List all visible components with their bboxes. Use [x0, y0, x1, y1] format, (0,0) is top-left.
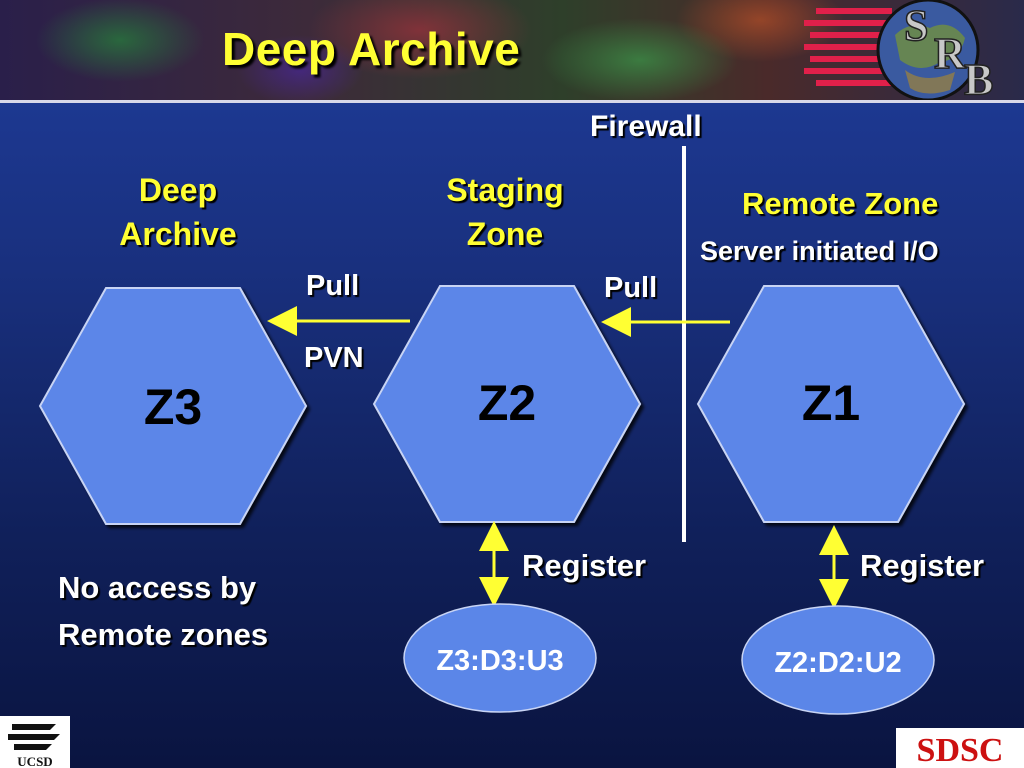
database-z2-d2-u2: Z2:D2:U2	[741, 605, 935, 715]
pull-label-right: Pull	[604, 272, 658, 304]
zone-z1-label: Z1	[802, 375, 860, 431]
zone-z2-node: Z2	[372, 285, 642, 523]
zone-z3-label: Z3	[144, 379, 202, 435]
pull-label-left: Pull	[306, 270, 360, 302]
svg-text:B: B	[964, 55, 993, 100]
zone-z2-label: Z2	[478, 375, 536, 431]
register-label-right: Register	[860, 548, 985, 583]
database-z3-d3-u3: Z3:D3:U3	[403, 603, 597, 713]
pvn-label: PVN	[304, 342, 364, 374]
sdsc-logo: SDSC	[896, 728, 1024, 768]
register-label-left: Register	[522, 548, 647, 583]
firewall-label: Firewall	[590, 110, 702, 143]
ucsd-logo: UCSD	[0, 716, 70, 768]
svg-text:SDSC: SDSC	[917, 732, 1004, 768]
srb-stripes	[804, 8, 892, 86]
svg-text:R: R	[934, 29, 967, 78]
svg-text:S: S	[904, 1, 928, 50]
remote-zone-label: Remote Zone	[742, 186, 939, 221]
srb-logo: S R B	[804, 0, 994, 100]
zone-z3-node: Z3	[38, 287, 308, 525]
remote-zone-subtitle: Server initiated I/O	[700, 236, 939, 266]
svg-text:Z2:D2:U2: Z2:D2:U2	[774, 647, 901, 679]
svg-text:Z3:D3:U3: Z3:D3:U3	[436, 645, 563, 677]
deep-archive-label: Deep Archive	[119, 172, 237, 252]
staging-zone-label: Staging Zone	[446, 172, 564, 252]
header-divider	[0, 100, 1024, 103]
slide-title: Deep Archive	[222, 23, 521, 75]
no-access-note: No access by Remote zones	[58, 570, 269, 652]
zone-z1-node: Z1	[696, 285, 966, 523]
svg-text:UCSD: UCSD	[17, 754, 52, 768]
